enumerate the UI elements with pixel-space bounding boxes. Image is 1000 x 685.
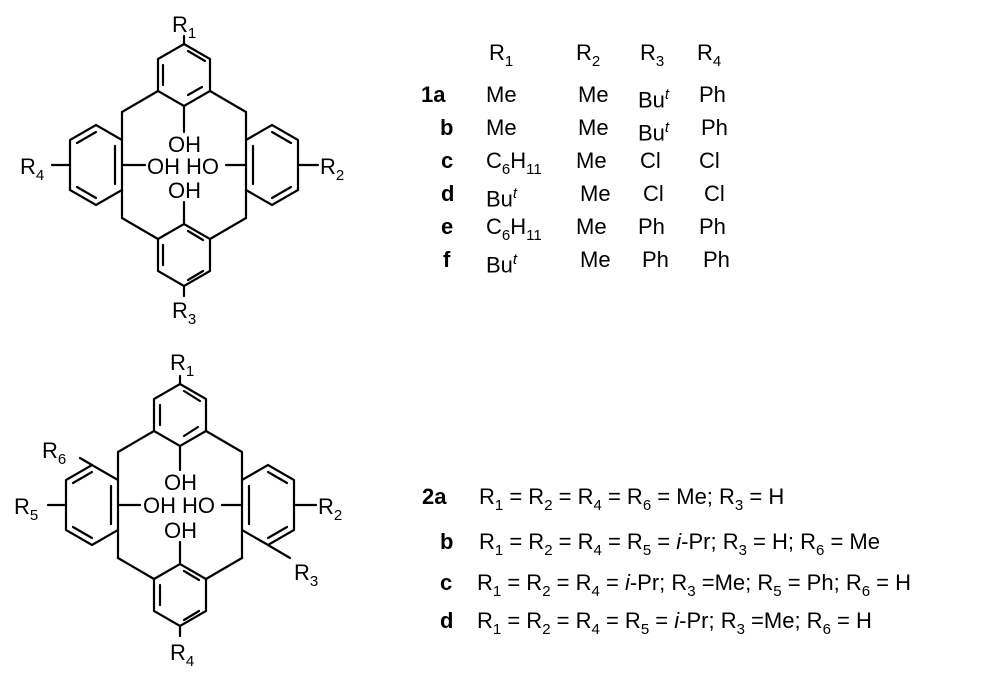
s1-oh-top-label: OH — [168, 132, 201, 157]
table1-cell: Cl — [699, 148, 720, 173]
s1-r1-label: R1 — [172, 12, 196, 42]
table1-cell: Ph — [703, 247, 730, 272]
s1-r4-label: R4 — [20, 154, 44, 184]
table1-cell: C6H11 — [486, 214, 542, 244]
table1-cell: Cl — [643, 181, 664, 206]
table1-cell: Ph — [638, 214, 665, 239]
s1-r3-label: R3 — [172, 298, 196, 328]
s1-top-ring — [156, 42, 212, 108]
s1-r2-label: R2 — [320, 154, 344, 184]
list2-label: d — [440, 608, 454, 633]
list2-entry: R1 = R2 = R4 = R5 = i-Pr; R3 = H; R6 = M… — [479, 529, 880, 559]
structure-1: R1 OH OH HO OH R4 R2 R3 — [20, 12, 344, 328]
s2-oh-left-label: OH — [143, 493, 176, 518]
s2-top-ring — [152, 382, 208, 448]
table1-cell: But — [486, 251, 518, 278]
table1-row-label: 1a — [421, 82, 446, 107]
table1-header-r3: R3 — [640, 40, 665, 70]
table1-cell: Me — [580, 181, 611, 206]
s2-ho-right-label: HO — [182, 493, 215, 518]
table1-cell: But — [486, 185, 518, 212]
table1-cell: Me — [576, 148, 607, 173]
table1-cell: But — [638, 119, 670, 146]
table1-row-label: e — [441, 214, 454, 239]
list2-entry: R1 = R2 = R4 = R6 = Me; R3 = H — [479, 484, 785, 514]
s2-r6-label: R6 — [42, 438, 66, 468]
list2-entry: R1 = R2 = R4 = R5 = i-Pr; R3 =Me; R6 = H — [477, 608, 872, 638]
table1-cell: Me — [486, 115, 517, 140]
s1-bottom-ring — [156, 222, 212, 288]
structure-2: R1 R6 OH OH HO OH R5 R2 R3 R4 — [14, 350, 342, 670]
s1-oh-bottom-label: OH — [168, 178, 201, 203]
table1-row-label: b — [440, 115, 454, 140]
s2-bottom-ring — [152, 562, 208, 628]
s2-oh-top-label: OH — [164, 470, 197, 495]
list2-label: c — [440, 570, 453, 595]
table1-cell: But — [638, 86, 670, 113]
table1-cell: Me — [486, 82, 517, 107]
s2-oh-bottom-label: OH — [164, 518, 197, 543]
table1-cell: Ph — [701, 115, 728, 140]
table1-cell: Ph — [699, 214, 726, 239]
list2-entry: R1 = R2 = R4 = i-Pr; R3 =Me; R5 = Ph; R6… — [477, 570, 912, 600]
table1-cell: Cl — [640, 148, 661, 173]
s1-ho-right-label: HO — [186, 154, 219, 179]
table1-cell: Ph — [642, 247, 669, 272]
s2-r5-label: R5 — [14, 494, 38, 524]
s2-r2-label: R2 — [318, 494, 342, 524]
table1-cell: Cl — [704, 181, 725, 206]
table1-header-r1: R1 — [489, 40, 514, 70]
table1-row-label: c — [441, 148, 454, 173]
s2-r4-label: R4 — [170, 640, 194, 670]
table1-header-r2: R2 — [576, 40, 601, 70]
table1-cell: C6H11 — [486, 148, 542, 178]
table1-row-label: d — [441, 181, 455, 206]
list2-label: 2a — [422, 484, 447, 509]
table1-cell: Me — [576, 214, 607, 239]
table1-cell: Me — [578, 82, 609, 107]
s2-r1-label: R1 — [170, 350, 194, 380]
s2-r3-label: R3 — [294, 560, 318, 590]
table1-cell: Ph — [699, 82, 726, 107]
s1-oh-left-label: OH — [147, 154, 180, 179]
list2-label: b — [440, 529, 454, 554]
table1-cell: Me — [578, 115, 609, 140]
table1-row-label: f — [443, 247, 451, 272]
table1-header-r4: R4 — [697, 40, 722, 70]
table1-cell: Me — [580, 247, 611, 272]
